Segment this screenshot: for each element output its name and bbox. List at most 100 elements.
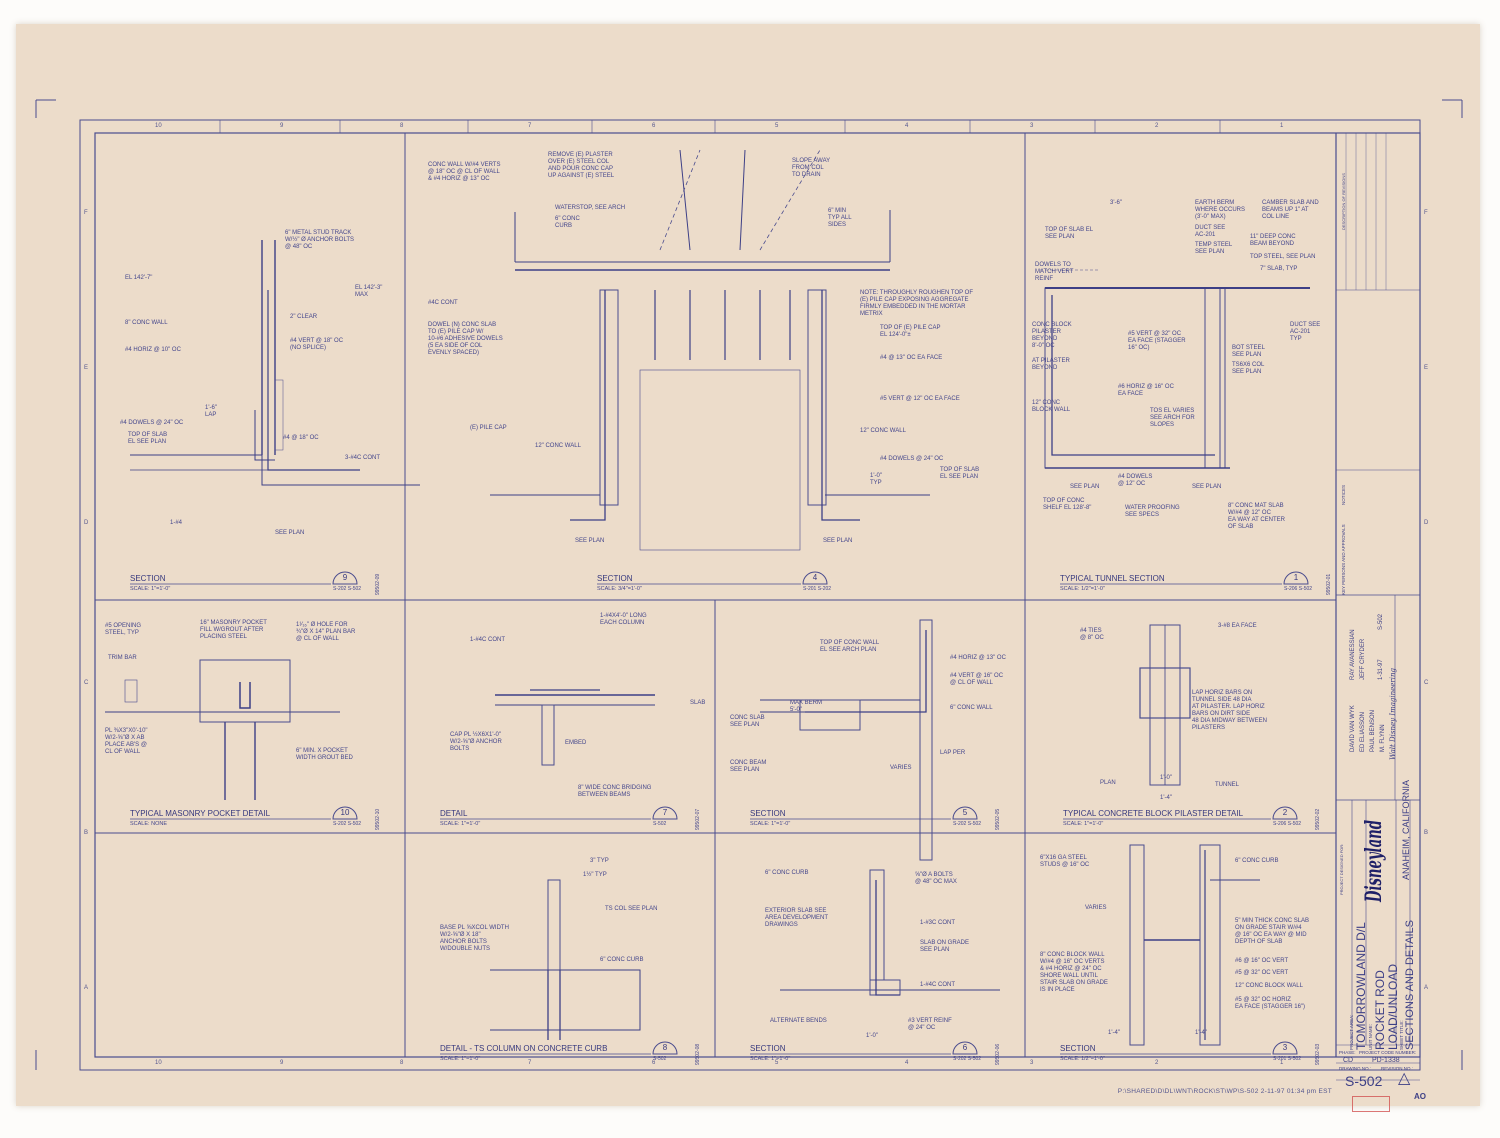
callout-note: SEE PLAN (1192, 484, 1222, 490)
file-path: P:\SHARED\D\DL\WNT\ROCK\ST\WP\S-502 2-11… (1117, 1088, 1332, 1095)
block-wall (1129, 844, 1145, 1046)
grid-row-label: F (1424, 210, 1428, 216)
callout-note: VARIES (1085, 905, 1107, 911)
callout-note: TRIM BAR (108, 655, 137, 661)
grid-column-label: 4 (905, 123, 909, 129)
callout-note: LAP HORIZ BARS ON TUNNEL SIDE 48 DIA AT … (1192, 690, 1267, 731)
revisions-label: DESCRIPTION OF REVISIONS (1341, 173, 1346, 230)
wall (919, 619, 933, 861)
grid-row-label: B (1424, 830, 1429, 836)
callout-note: TEMP STEEL SEE PLAN (1195, 242, 1233, 255)
detail-id: 99502-06 (995, 1043, 1001, 1065)
detail-bubble (332, 571, 358, 585)
rebar-dowel (267, 290, 360, 471)
phase-label: PHASE: (1339, 1050, 1356, 1055)
sheet-size: AO (1414, 1092, 1426, 1101)
callout-note: SEE PLAN (1070, 484, 1100, 490)
sheet-reference: S-206 S-502 (1273, 821, 1302, 827)
sheet-reference: S-206 S-502 (1284, 586, 1313, 592)
person: RAY AVANESSIAN (1350, 629, 1356, 680)
person: DAVID VAN WYK (1350, 705, 1356, 752)
person: PAUL BENSON (1370, 709, 1376, 752)
ts-column (547, 879, 561, 971)
masonry-pocket (199, 659, 291, 723)
callout-note: PLAN (1100, 780, 1116, 786)
panel-title: SECTION (750, 809, 786, 818)
drawing-number: S-502 (1345, 1073, 1383, 1089)
sheet-ref: S-502 (1378, 613, 1384, 630)
callout-note: 12" CONC BLOCK WALL (1235, 983, 1303, 989)
callout-note: TS COL SEE PLAN (605, 906, 658, 912)
callout-note: #4 @ 18" OC (283, 435, 319, 441)
callout-note: #4 HORIZ @ 10" OC (125, 347, 181, 353)
callout-note: #5 VERT @ 12" OC EA FACE (880, 396, 960, 402)
callout-note: 8" CONC WALL (125, 320, 168, 326)
panel-title: TYPICAL TUNNEL SECTION (1060, 574, 1165, 583)
panel-title: DETAIL (440, 809, 468, 818)
callout-note: CONC BEAM SEE PLAN (730, 760, 767, 773)
callout-note: CONC BLOCK PILASTER BEYOND 8'-0" OC (1032, 322, 1072, 349)
panel-scale: SCALE: 3/4"=1'-0" (597, 586, 642, 592)
panel-scale: SCALE: NONE (130, 821, 167, 827)
panel-title: TYPICAL CONCRETE BLOCK PILASTER DETAIL (1063, 809, 1244, 818)
callout-note: ⅝"Ø A BOLTS @ 48" OC MAX (915, 872, 957, 885)
detail-id: 99502-08 (695, 1043, 701, 1065)
callout-note: #5 VERT @ 32" OC EA FACE (STAGGER 16" OC… (1128, 331, 1186, 351)
callout-note: ALTERNATE BENDS (770, 1018, 827, 1024)
callout-note: BOT STEEL SEE PLAN (1232, 345, 1265, 358)
detail-bubble (332, 806, 358, 820)
grid-column-label: 2 (1155, 1060, 1159, 1066)
callout-note: NOTE: THROUGHLY ROUGHEN TOP OF (E) PILE … (860, 290, 974, 317)
sheet-reference: S-502 (653, 1056, 667, 1062)
panel-scale: SCALE: 1/2"=1'-0" (1060, 586, 1105, 592)
callout-note: 1-#4 (170, 520, 183, 526)
callout-note: 1'-4" (1160, 795, 1172, 801)
existing-pile-cap (639, 369, 801, 551)
callout-note: TOP STEEL, SEE PLAN (1250, 254, 1316, 260)
detail-number: 4 (812, 573, 818, 582)
callout-note: DOWELS TO MATCH VERT REINF (1035, 262, 1074, 282)
callout-note: 11" DEEP CONC BEAM BEYOND (1250, 234, 1296, 247)
callout-note: 7" SLAB, TYP (1260, 266, 1298, 272)
callout-note: 6" CONC CURB (600, 957, 644, 963)
rebar (875, 880, 900, 996)
detail-number: 6 (962, 1043, 968, 1052)
detail-bubble (652, 1041, 678, 1055)
grid-column-label: 9 (280, 123, 284, 129)
grid-row-label: A (1424, 985, 1429, 991)
callout-note: 1¹⁄₁₆" Ø HOLE FOR ¾"Ø x 14" PLAN BAR @ C… (296, 622, 356, 642)
grid-column-label: 3 (1030, 1060, 1034, 1066)
trim-bar (124, 679, 138, 703)
panel-title: TYPICAL MASONRY POCKET DETAIL (130, 809, 271, 818)
wall (807, 289, 827, 506)
callout-note: VARIES (890, 765, 912, 771)
callout-note: AT PILASTER BEYOND (1032, 358, 1070, 371)
callout-note: EARTH BERM WHERE OCCURS (3'-0" MAX) (1195, 200, 1246, 220)
callout-note: TOP OF SLAB EL SEE PLAN (1045, 227, 1094, 240)
detail-bubble (1283, 571, 1309, 585)
person: M. FLYNN (1380, 724, 1386, 752)
sheet-reference: S-502 (653, 821, 667, 827)
curb (490, 969, 641, 1031)
callout-note: 1'-0" TYP (870, 473, 882, 486)
panel-scale: SCALE: 1"=1'-0" (1063, 821, 1104, 827)
sheet-reference: S-202 S-502 (953, 1056, 982, 1062)
base-plate (239, 682, 251, 709)
detail-id: 99502-07 (695, 808, 701, 830)
callout-note: WATERSTOP, SEE ARCH (555, 205, 626, 211)
grid-row-label: E (84, 365, 89, 371)
callout-note: 8" CONC BLOCK WALL W/#4 @ 16" OC VERTS &… (1040, 952, 1108, 993)
callout-note: 5" MIN THICK CONC SLAB ON GRADE STAIR W/… (1235, 918, 1310, 945)
detail-number: 2 (1282, 808, 1288, 817)
callout-note: BASE PL ⅝xCOL WIDTH W/2-⅝"Ø x 18" ANCHOR… (440, 925, 509, 952)
red-stamp (1352, 1096, 1390, 1112)
detail-id: 99502-09 (375, 573, 381, 595)
callout-note: 1'-0" (1160, 775, 1172, 781)
callout-note: 3-#8 EA FACE (1218, 623, 1257, 629)
project-code-label: PROJECT CODE NUMBER: (1359, 1050, 1417, 1055)
panel-title: DETAIL - TS COLUMN ON CONCRETE CURB (440, 1044, 608, 1053)
revision-no-label: REVISION NO.: (1381, 1066, 1414, 1071)
rebar (739, 149, 746, 251)
callout-note: 1'-6" LAP (205, 405, 217, 418)
detail-id: 99502-03 (1315, 1043, 1321, 1065)
